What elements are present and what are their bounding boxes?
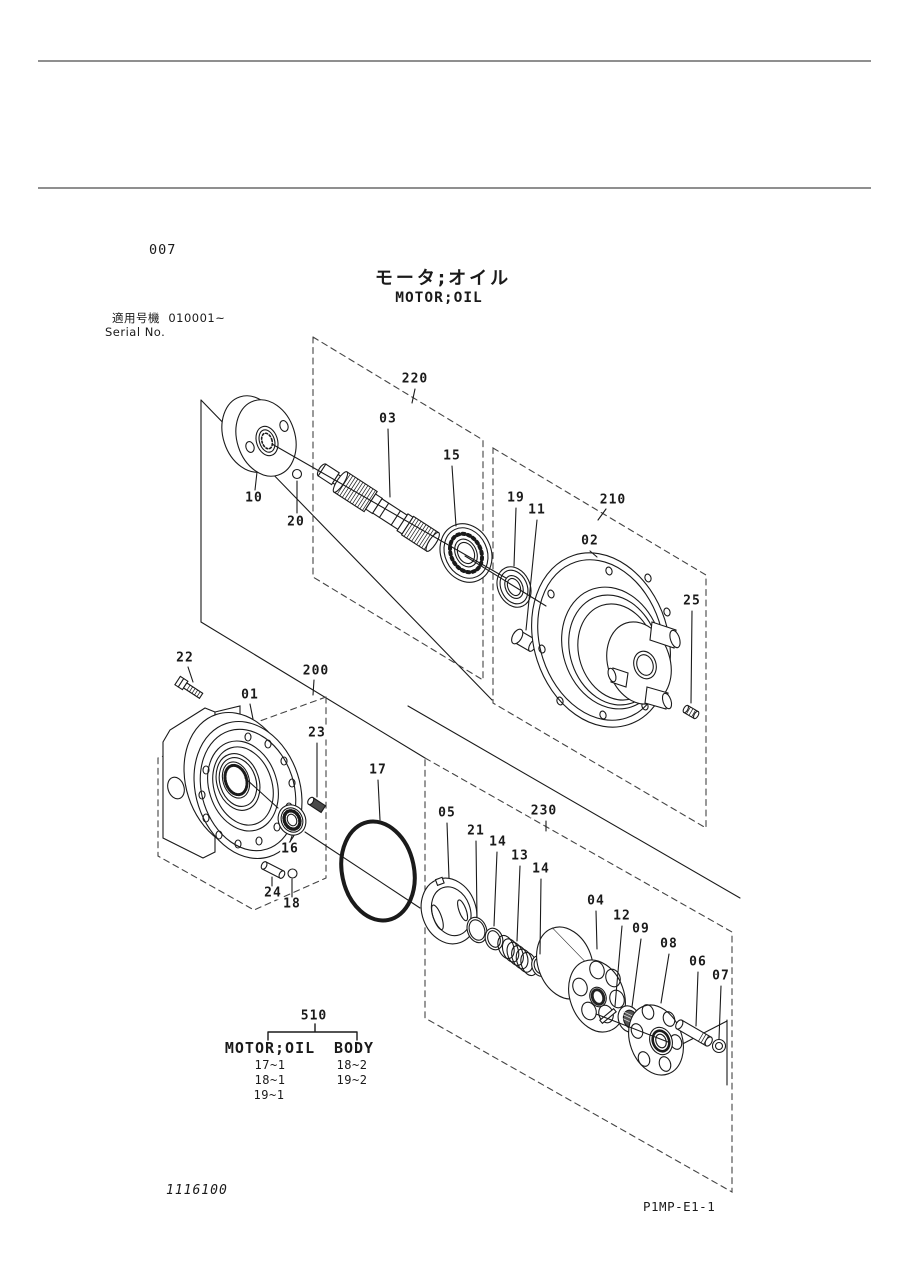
callout-13: 13 <box>510 848 530 864</box>
part-21-ring <box>466 916 488 944</box>
callout-04: 04 <box>586 893 606 909</box>
part-22-bolt <box>174 675 204 700</box>
group-box-230 <box>424 757 733 1193</box>
part-02-housing-cover <box>531 552 681 728</box>
callout-14: 14 <box>488 834 508 850</box>
variant-item: 19~1 <box>253 1088 285 1102</box>
title-english: MOTOR;OIL <box>395 290 483 306</box>
part-05-valve-plate <box>420 876 478 945</box>
callout-20: 20 <box>286 514 306 530</box>
callout-17: 17 <box>368 762 388 778</box>
callout-06: 06 <box>688 954 708 970</box>
callout-01: 01 <box>240 687 260 703</box>
variant-item: 17~1 <box>254 1058 286 1072</box>
callout-08: 08 <box>659 936 679 952</box>
callout-14: 14 <box>531 861 551 877</box>
figure-code: P1MP-E1-1 <box>643 1199 716 1214</box>
variant-col1-header: MOTOR;OIL <box>224 1039 316 1057</box>
part-24-pin <box>260 861 286 879</box>
group-label-200: 200 <box>301 663 331 679</box>
page-number: 007 <box>149 242 177 258</box>
variant-item: 19~2 <box>336 1073 368 1087</box>
callout-24: 24 <box>263 885 283 901</box>
group-box-220 <box>312 336 484 681</box>
callout-25: 25 <box>682 593 702 609</box>
serial-label-ja: 適用号機 <box>112 311 160 325</box>
part-20-ball <box>291 468 303 480</box>
callout-09: 09 <box>631 921 651 937</box>
part-01-motor-case <box>162 705 303 860</box>
title-japanese: モータ;オイル <box>374 268 512 289</box>
callout-23: 23 <box>307 725 327 741</box>
part-12-pin <box>599 1007 617 1025</box>
construction-lines <box>200 399 741 1086</box>
variant-item: 18~1 <box>254 1073 286 1087</box>
group-label-220: 220 <box>400 371 430 387</box>
variant-table-bracket <box>267 1023 358 1041</box>
callout-12: 12 <box>612 908 632 924</box>
variant-group-number: 510 <box>300 1008 328 1024</box>
group-label-210: 210 <box>598 492 628 508</box>
callout-22: 22 <box>175 650 195 666</box>
callout-02: 02 <box>580 533 600 549</box>
part-10-flange <box>221 395 297 477</box>
callout-16: 16 <box>280 841 300 857</box>
callout-19: 19 <box>506 490 526 506</box>
part-25-plug <box>682 704 700 720</box>
drawing-number: 1116100 <box>166 1183 228 1198</box>
part-23-pin <box>307 796 327 814</box>
variant-item: 18~2 <box>336 1058 368 1072</box>
callout-18: 18 <box>282 896 302 912</box>
part-07-bolt <box>711 1038 727 1054</box>
callout-15: 15 <box>442 448 462 464</box>
serial-row: 適用号機 010001~ <box>112 310 225 326</box>
part-16-bearing <box>277 804 307 836</box>
header-rule-bottom <box>38 187 871 189</box>
header-rule-top <box>38 60 871 62</box>
callout-21: 21 <box>466 823 486 839</box>
part-17-oring <box>339 819 417 923</box>
callout-10: 10 <box>244 490 264 506</box>
group-box-210 <box>492 447 707 829</box>
group-label-230: 230 <box>529 803 559 819</box>
serial-value: 010001~ <box>168 311 226 325</box>
serial-label-en: Serial No. <box>105 325 166 339</box>
part-15-bearing <box>439 523 493 583</box>
part-03-shaft <box>316 463 440 552</box>
part-13-spring <box>497 934 538 977</box>
callout-03: 03 <box>378 411 398 427</box>
callout-11: 11 <box>527 502 547 518</box>
part-18-ball <box>287 868 298 879</box>
part-06-pin <box>675 1019 713 1047</box>
part-19-seal <box>496 566 532 608</box>
callout-07: 07 <box>711 968 731 984</box>
part-14-washer-a <box>484 927 504 951</box>
variant-col2-header: BODY <box>333 1039 375 1057</box>
callout-05: 05 <box>437 805 457 821</box>
leader-lines <box>187 388 722 1043</box>
